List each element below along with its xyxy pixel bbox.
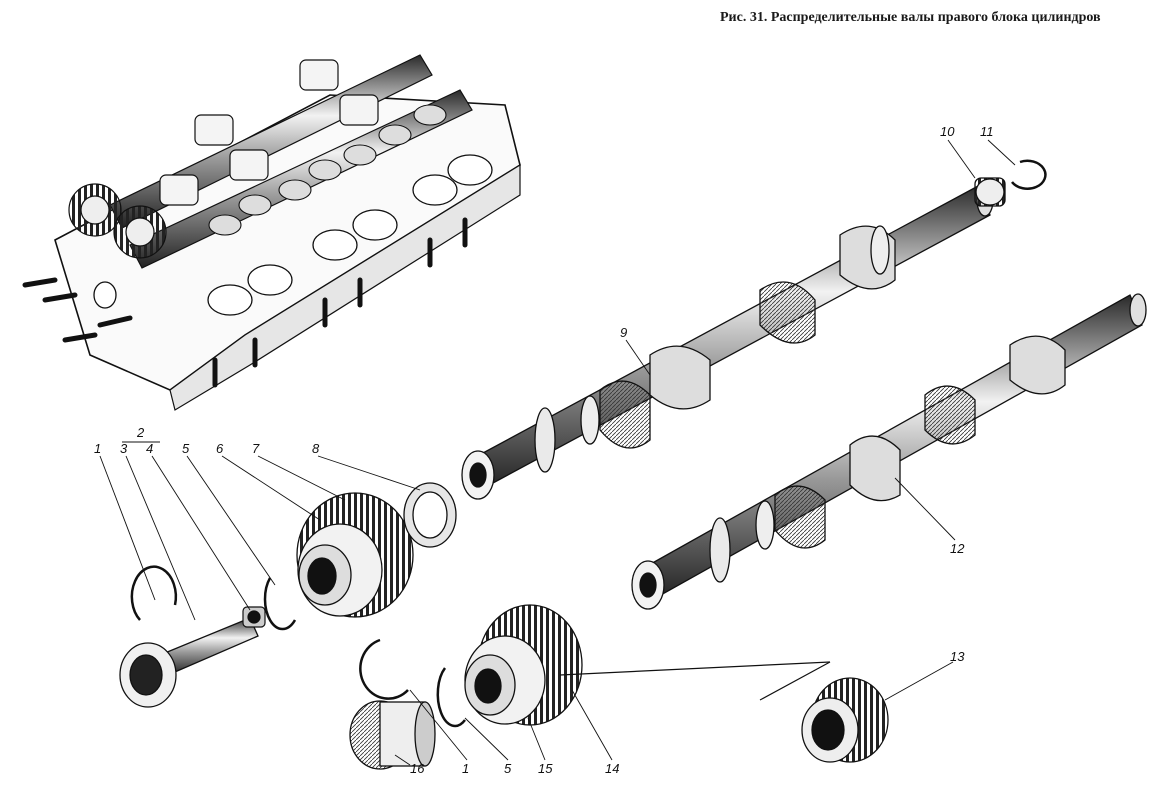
- shaft-3: [119, 617, 259, 708]
- plug-10: [974, 177, 1006, 207]
- callout-3: 3: [120, 441, 128, 456]
- callout-9: 9: [620, 325, 627, 340]
- callout-1: 1: [94, 441, 101, 456]
- callout-13: 13: [950, 649, 965, 664]
- gear-14: [464, 604, 583, 726]
- callout-5: 5: [182, 441, 190, 456]
- snap-ring-1: [130, 565, 178, 621]
- sleeve-4: [242, 606, 266, 628]
- figure-caption: Рис. 31. Распределительные валы правого …: [720, 10, 1101, 25]
- callout-14: 14: [605, 761, 619, 776]
- cylinder-head-assembly: [22, 54, 521, 411]
- callout-7: 7: [252, 441, 260, 456]
- snap-ring-11: [1011, 159, 1047, 190]
- callout-8: 8: [312, 441, 320, 456]
- snap-ring-1-lower: [359, 638, 409, 700]
- snap-ring-5: [263, 577, 297, 631]
- snap-ring-5-lower: [436, 667, 466, 728]
- nut-16: [349, 700, 436, 770]
- camshaft-lower: [631, 293, 1147, 610]
- coupling-13: [801, 677, 889, 763]
- callouts: 1 2 3 4 5 6 7 8 9 10 11 12 13 14 15 16 1…: [94, 124, 994, 776]
- callout-1-lower: 1: [462, 761, 469, 776]
- callout-6: 6: [216, 441, 224, 456]
- callout-12: 12: [950, 541, 965, 556]
- callout-11: 11: [980, 124, 994, 139]
- callout-16: 16: [410, 761, 425, 776]
- leader-bracket-2: [759, 661, 831, 701]
- leader-lines: [99, 139, 1016, 766]
- callout-2: 2: [136, 425, 145, 440]
- leader-bracket: [559, 661, 831, 676]
- callout-4: 4: [146, 441, 153, 456]
- camshaft-upper: [461, 183, 994, 500]
- callout-10: 10: [940, 124, 955, 139]
- washer-8: [403, 482, 457, 548]
- callout-5-lower: 5: [504, 761, 512, 776]
- callout-15: 15: [538, 761, 553, 776]
- bevel-gear-6: [296, 492, 414, 618]
